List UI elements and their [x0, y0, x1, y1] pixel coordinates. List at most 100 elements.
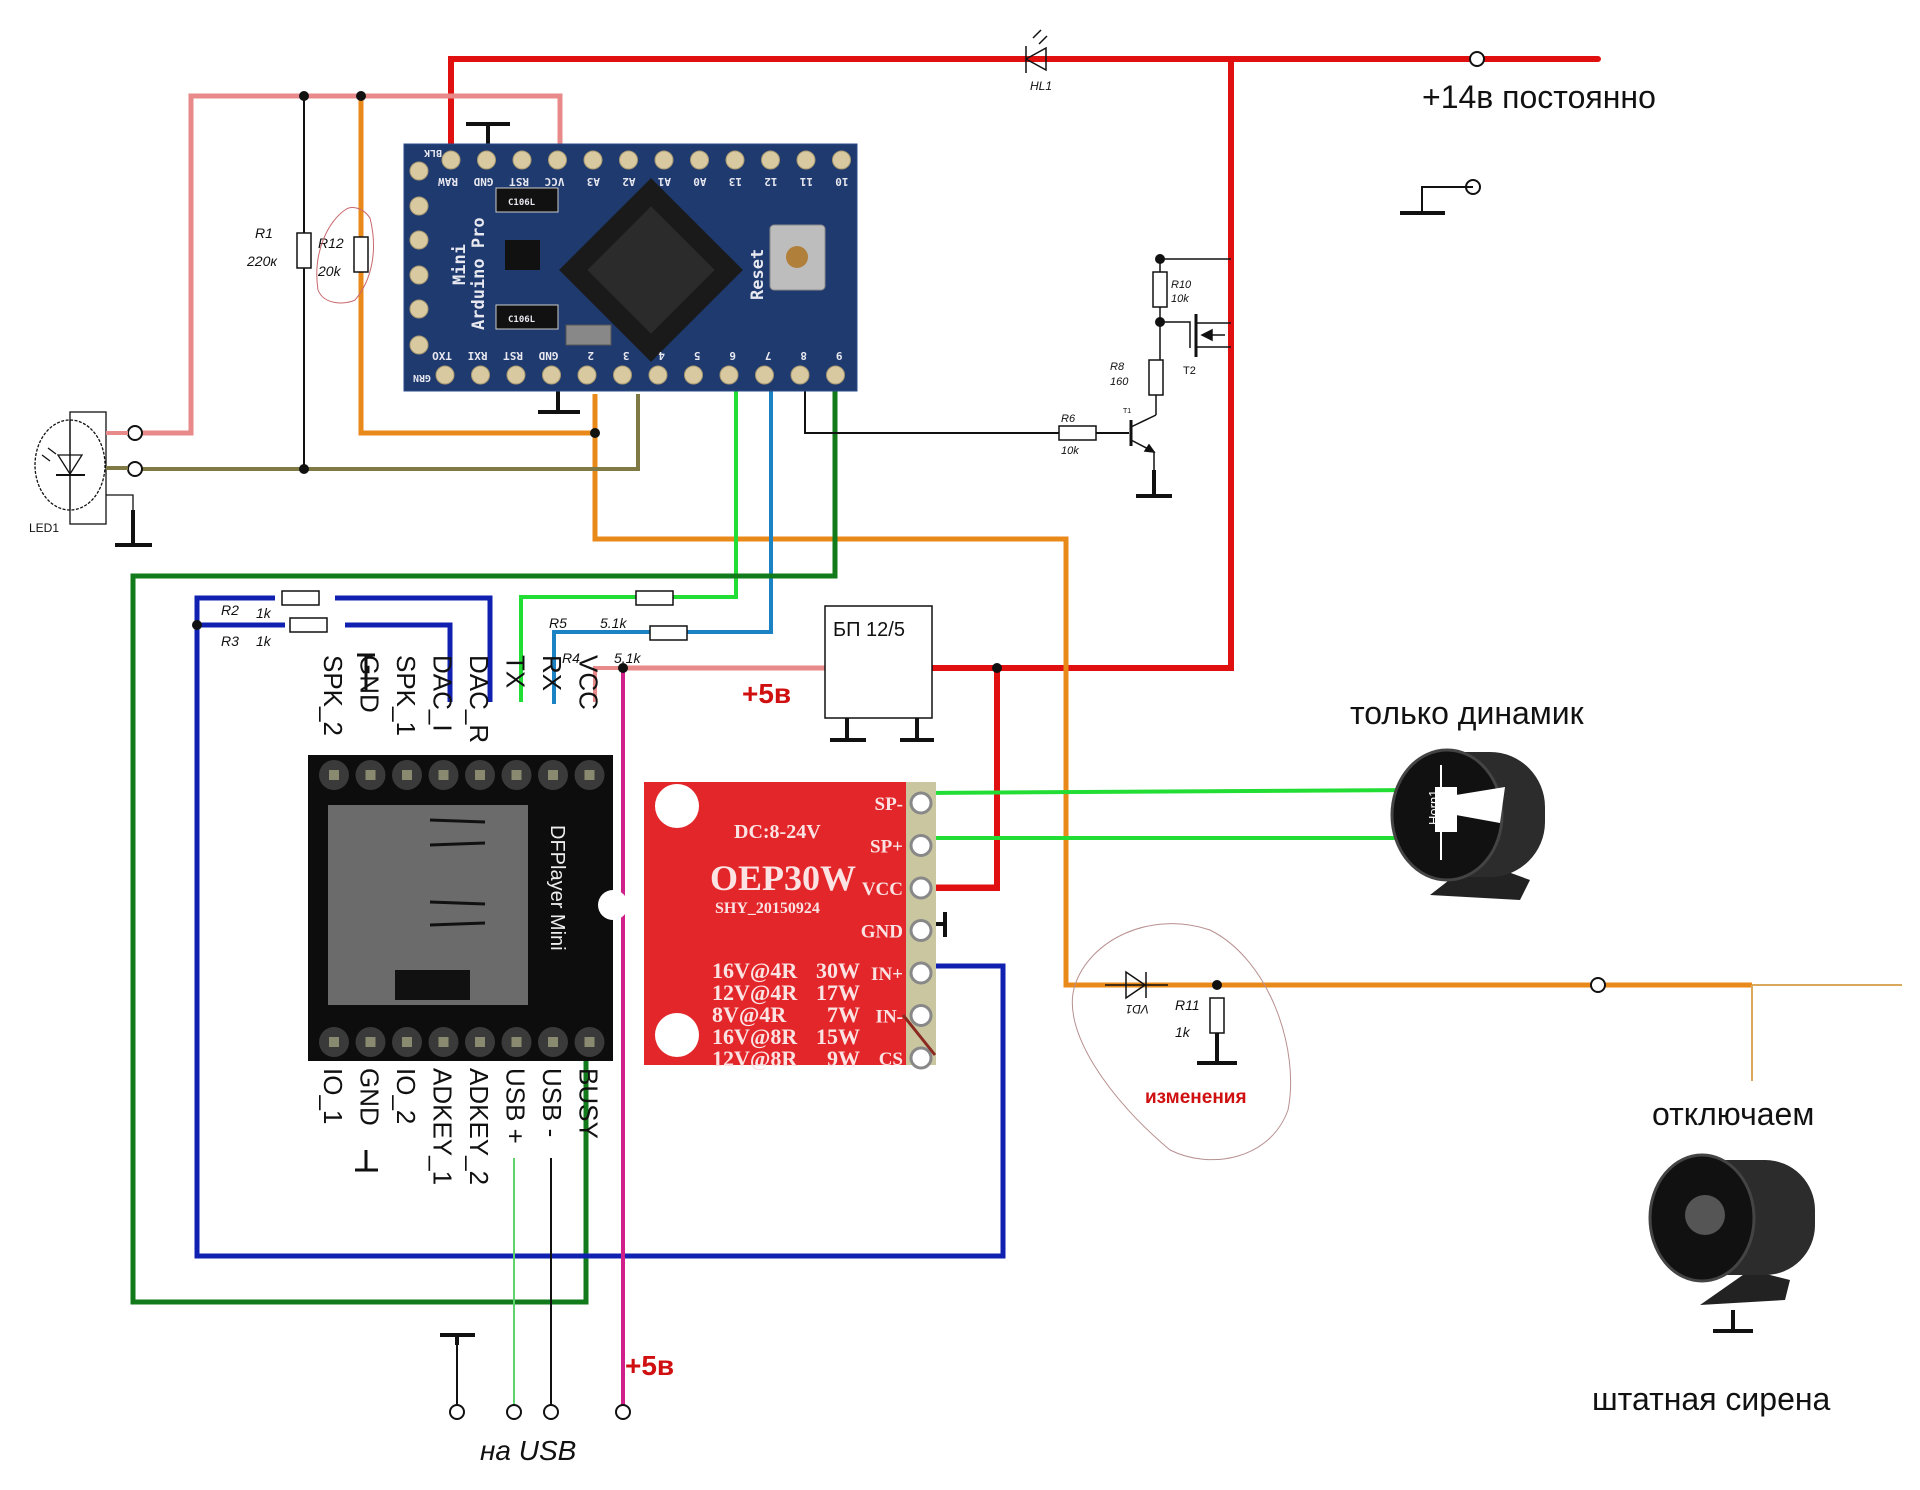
wire-dac — [194, 595, 1006, 1259]
arduino-top-pin-label: A0 — [693, 175, 706, 188]
amplifier-pad — [909, 876, 933, 900]
dfplayer-bottom-pin-label: ADKEY_1 — [428, 1068, 458, 1185]
arduino-top-pin — [477, 150, 496, 170]
r8-label: R8 — [1110, 361, 1125, 373]
dfplayer-gnd-top-symbol — [357, 653, 375, 690]
to-usb-label: на USB — [480, 1435, 576, 1466]
r6-label: R6 — [1061, 413, 1076, 425]
arduino-bottom-pin — [435, 365, 455, 385]
arduino-bottom-pin — [648, 365, 668, 385]
plus5v-top-label: +5в — [742, 678, 791, 709]
arduino-bottom-pin — [684, 365, 703, 385]
hl1-label: HL1 — [1030, 79, 1052, 93]
plus5v-bottom-label: +5в — [625, 1350, 674, 1381]
dfplayer-bottom-pad-core — [511, 1037, 522, 1047]
amplifier-pad — [909, 961, 933, 985]
amplifier-pin-pads — [909, 791, 933, 1070]
stock-siren-image — [1648, 1153, 1815, 1305]
r12-value: 20k — [317, 263, 342, 279]
r2-value: 1k — [256, 605, 272, 621]
dfplayer-bottom-pad-core — [584, 1037, 595, 1047]
dfplayer-bottom-pad-core — [475, 1037, 485, 1047]
arduino-bottom-pin-label: RXI — [468, 349, 488, 362]
changes-label: изменения — [1145, 1087, 1247, 1108]
arduino-top-pin — [725, 150, 745, 170]
amplifier-pin-label: IN+ — [871, 964, 903, 985]
arduino-bottom-pin-label: 3 — [623, 349, 630, 362]
r4-resistor — [649, 625, 688, 641]
r3-label: R3 — [221, 633, 239, 649]
arduino-top-pin-label: A3 — [587, 175, 600, 188]
connector-terminals — [127, 51, 1606, 1420]
r12-resistor — [353, 236, 369, 273]
arduino-name: Arduino Pro — [469, 217, 489, 330]
arduino-top-pin — [548, 150, 567, 170]
dfplayer-bottom-pin-label: USB + — [501, 1068, 531, 1144]
arduino-top-pin — [654, 150, 674, 170]
r10-resistor — [1152, 271, 1168, 308]
dfplayer-top-pin-label: RX — [537, 655, 567, 691]
arduino-top-pin-label: 10 — [835, 175, 848, 188]
dfplayer-top-pin-label: TX — [501, 655, 531, 688]
arduino-top-pin-label: 13 — [729, 175, 742, 188]
amplifier-pin-label: VCC — [862, 879, 903, 900]
dfplayer-bottom-pin-label: IO_2 — [391, 1068, 421, 1124]
dfplayer-top-pad-core — [438, 770, 449, 780]
amplifier-pad — [909, 1004, 933, 1027]
arduino-bottom-pin — [613, 365, 632, 385]
r11-label: R11 — [1175, 997, 1200, 1013]
arduino-top-pin — [619, 150, 638, 170]
arduino-pro-mini-board — [403, 143, 858, 392]
amplifier-pad — [909, 919, 933, 942]
arduino-bottom-pin — [755, 365, 774, 385]
dfplayer-bottom-pin-label: ADKEY_2 — [464, 1068, 494, 1185]
psu-box — [824, 605, 933, 719]
vd1-label: VD1 — [1126, 1002, 1149, 1016]
dfplayer-top-pad-core — [365, 770, 376, 780]
amplifier-spec-power: 15W — [816, 1024, 860, 1049]
arduino-top-pin-label: VCC — [545, 175, 565, 188]
r10-label: R10 — [1171, 279, 1192, 291]
t2-mosfet-symbol — [1160, 314, 1231, 357]
arduino-top-pin — [441, 150, 461, 170]
arduino-bottom-pin-label: 8 — [800, 349, 807, 362]
amplifier-spec-power: 9W — [827, 1046, 860, 1071]
amplifier-spec-voltage: 12V@8R — [712, 1046, 798, 1071]
r2-label: R2 — [221, 602, 239, 618]
dfplayer-bottom-pin-label: IO_1 — [318, 1068, 348, 1124]
dfplayer-top-pad-core — [402, 770, 412, 780]
amplifier-spec-voltage: 12V@4R — [712, 980, 798, 1005]
vd1-diode-symbol — [1105, 970, 1168, 1000]
arduino-top-pin-label: GND — [473, 175, 493, 188]
dfplayer-bottom-pin-label: USB - — [537, 1068, 567, 1137]
r1-value: 220к — [246, 253, 278, 269]
dfplayer-bottom-pad-core — [438, 1037, 449, 1047]
amplifier-pin-label: SP+ — [870, 837, 903, 858]
wire-pink — [135, 93, 838, 671]
wire-busy — [130, 391, 838, 1305]
amplifier-pin-label: SP- — [875, 794, 904, 815]
arduino-top-pin — [690, 150, 709, 170]
dfplayer-top-pad-core — [584, 770, 595, 780]
r12-label: R12 — [318, 235, 344, 251]
dfplayer-top-pin-label: VCC — [574, 655, 604, 710]
arduino-bottom-pin-label: TXO — [432, 349, 452, 362]
r6-resistor — [1058, 425, 1097, 441]
arduino-top-pin — [832, 150, 851, 170]
dfplayer-top-pin-label: GND — [355, 655, 385, 713]
r4-label: R4 — [562, 650, 580, 666]
t1-transistor-symbol — [1129, 414, 1157, 470]
amp-dc-label: DC:8-24V — [734, 821, 821, 843]
arduino-top-pin-label: RAW — [438, 175, 458, 188]
wire-speaker — [919, 788, 1426, 840]
dfplayer-bottom-pin-label: BUSY — [574, 1068, 604, 1139]
r5-label: R5 — [549, 615, 567, 631]
arduino-top-pin-label: 12 — [764, 175, 777, 188]
arduino-top-pin-label: A2 — [622, 175, 635, 188]
dfplayer-top-pad-core — [329, 770, 339, 780]
amplifier-pad — [909, 791, 933, 815]
